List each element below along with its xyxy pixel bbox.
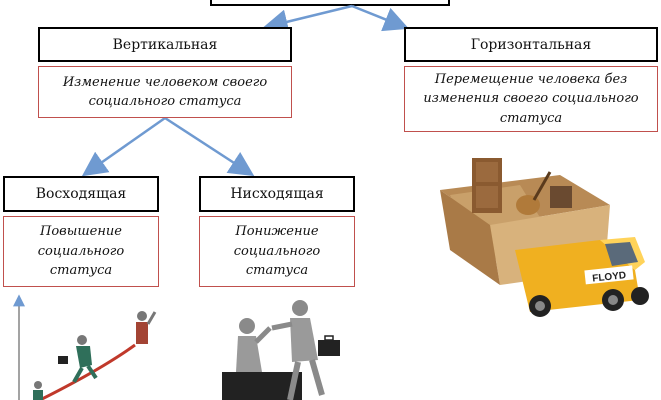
arrow-icon [164,116,255,177]
vertical-title: Вертикальная [112,36,218,53]
descending-description: Понижение социального статуса [233,224,321,279]
horizontal-title-box: Горизонтальная [404,27,658,62]
root-box [210,0,450,6]
arrow-icon [262,4,353,34]
ascending-description: Повышение социального статуса [37,224,125,279]
vertical-description-box: Изменение человеком своего социального с… [38,66,292,118]
descending-title-box: Нисходящая [199,176,355,212]
ascending-description-box: Повышение социального статуса [3,216,159,287]
ascending-title: Восходящая [35,186,127,202]
descending-description-box: Понижение социального статуса [199,216,355,287]
arrow-icon [351,4,409,32]
horizontal-description-box: Перемещение человека без изменения своег… [404,66,658,132]
vertical-description: Изменение человеком своего социального с… [62,74,268,110]
truck-label: FLOYD [592,270,627,284]
horizontal-title: Горизонтальная [470,36,592,53]
vertical-title-box: Вертикальная [38,27,292,62]
descending-title: Нисходящая [230,186,324,202]
ascending-title-box: Восходящая [3,176,159,212]
horizontal-description: Перемещение человека без изменения своег… [423,71,639,126]
arrow-icon [81,116,166,177]
